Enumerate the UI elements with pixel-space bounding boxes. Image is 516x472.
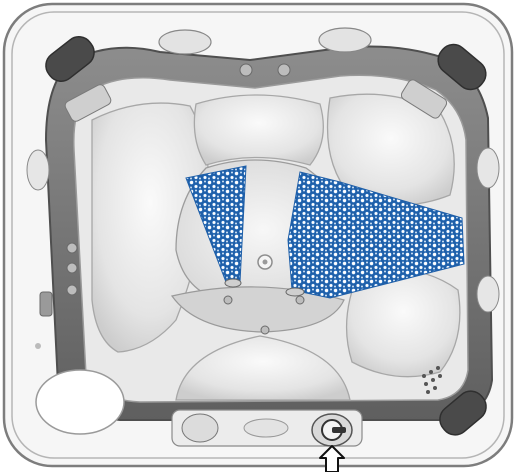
side-knob-left — [27, 150, 49, 190]
seat-top-center — [194, 95, 323, 165]
top-control-right — [319, 28, 371, 52]
jet-source-left — [225, 279, 241, 287]
jet-top-2 — [278, 64, 290, 76]
jet-footwell-2 — [296, 296, 304, 304]
front-control-center — [244, 419, 288, 437]
side-knob-right-1 — [477, 148, 499, 188]
jet-source-right — [286, 288, 304, 296]
jet-left-2 — [67, 263, 77, 273]
top-control-left — [159, 30, 211, 54]
jet-footwell-1 — [224, 296, 232, 304]
jet-left-3 — [67, 285, 77, 295]
drain-center — [263, 260, 268, 265]
diverter-valve-icon[interactable] — [312, 414, 352, 446]
jet-front-seat — [261, 326, 269, 334]
indicator-dot — [35, 343, 41, 349]
front-control-left — [182, 414, 218, 442]
jet-top-1 — [240, 64, 252, 76]
jet-left-1 — [67, 243, 77, 253]
side-handle-left — [40, 292, 52, 316]
bottom-left-recess — [36, 370, 124, 434]
side-knob-right-2 — [477, 276, 499, 312]
